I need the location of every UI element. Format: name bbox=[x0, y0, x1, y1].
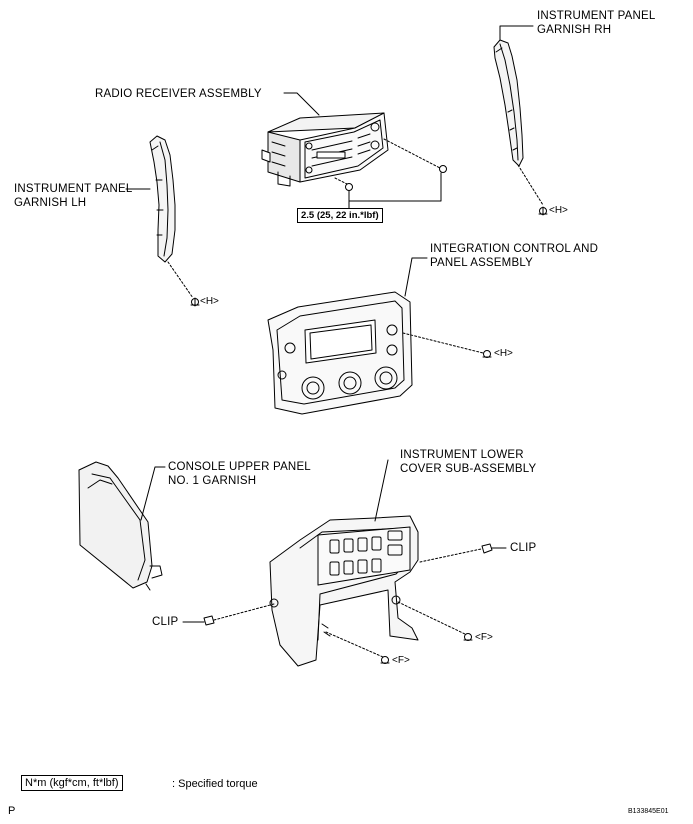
dash-radio-bolt-right bbox=[383, 138, 441, 169]
bolt-f-right bbox=[463, 633, 473, 641]
dash-radio-bolt-center bbox=[334, 177, 348, 185]
dash-f-bottom bbox=[325, 631, 384, 658]
figure-code: B133845E01 bbox=[628, 808, 669, 815]
leader-lower-cover bbox=[374, 459, 389, 522]
leader-integration bbox=[404, 257, 428, 297]
mark-h-rh: <H> bbox=[549, 205, 568, 216]
label-instrument-panel-garnish-rh-line1: INSTRUMENT PANEL bbox=[537, 10, 656, 22]
label-console-upper-panel-line2: NO. 1 GARNISH bbox=[168, 475, 257, 487]
legend-torque-unit-box: N*m (kgf*cm, ft*lbf) bbox=[21, 775, 123, 791]
clip-right-fastener bbox=[481, 543, 493, 554]
label-integration-control-line2: PANEL ASSEMBLY bbox=[430, 257, 533, 269]
label-instrument-lower-cover-line2: COVER SUB-ASSEMBLY bbox=[400, 463, 537, 475]
instrument-panel-garnish-lh bbox=[149, 135, 176, 263]
legend-specified-torque-text: : Specified torque bbox=[172, 778, 258, 790]
leader-radio bbox=[283, 92, 320, 116]
dash-lh-garnish-bolt bbox=[167, 261, 194, 299]
label-clip-right: CLIP bbox=[510, 542, 537, 554]
mark-f-bottom: <F> bbox=[392, 655, 410, 666]
dash-clip-left bbox=[213, 603, 275, 621]
bolt-h-lh bbox=[190, 297, 200, 307]
label-integration-control-line1: INTEGRATION CONTROL AND bbox=[430, 243, 599, 255]
label-instrument-panel-garnish-rh-line2: GARNISH RH bbox=[537, 24, 612, 36]
label-instrument-panel-garnish-lh-line2: GARNISH LH bbox=[14, 197, 87, 209]
dash-integration-bolt bbox=[402, 332, 484, 354]
bolt-f-bottom bbox=[380, 656, 390, 664]
label-radio-receiver-assembly: RADIO RECEIVER ASSEMBLY bbox=[95, 88, 262, 100]
integration-control-panel-drawing bbox=[267, 291, 413, 415]
leader-console bbox=[140, 466, 166, 521]
torque-callout-lines bbox=[348, 178, 442, 209]
bolt-h-rh bbox=[538, 206, 548, 216]
clip-left-fastener bbox=[203, 615, 215, 626]
corner-mark-p: P bbox=[8, 805, 16, 817]
label-console-upper-panel-line1: CONSOLE UPPER PANEL bbox=[168, 461, 311, 473]
leader-rh-garnish bbox=[499, 25, 534, 41]
dash-clip-right bbox=[419, 548, 482, 563]
mark-f-right: <F> bbox=[475, 632, 493, 643]
label-instrument-lower-cover-line1: INSTRUMENT LOWER bbox=[400, 449, 524, 461]
label-instrument-panel-garnish-lh-line1: INSTRUMENT PANEL bbox=[14, 183, 133, 195]
dash-f-right bbox=[397, 601, 466, 635]
instrument-lower-cover-drawing bbox=[269, 515, 419, 667]
console-upper-panel-garnish-drawing bbox=[78, 461, 163, 591]
torque-spec-box: 2.5 (25, 22 in.*lbf) bbox=[297, 208, 383, 223]
mark-h-lh: <H> bbox=[200, 296, 219, 307]
radio-bolt-center bbox=[345, 183, 353, 198]
radio-receiver-drawing bbox=[261, 112, 389, 187]
instrument-panel-garnish-rh bbox=[493, 39, 524, 167]
label-clip-left: CLIP bbox=[152, 616, 179, 628]
mark-h-integration: <H> bbox=[494, 348, 513, 359]
radio-bolt-right bbox=[439, 165, 447, 180]
dash-rh-garnish-bolt bbox=[517, 164, 544, 206]
bolt-h-integration bbox=[482, 350, 492, 358]
